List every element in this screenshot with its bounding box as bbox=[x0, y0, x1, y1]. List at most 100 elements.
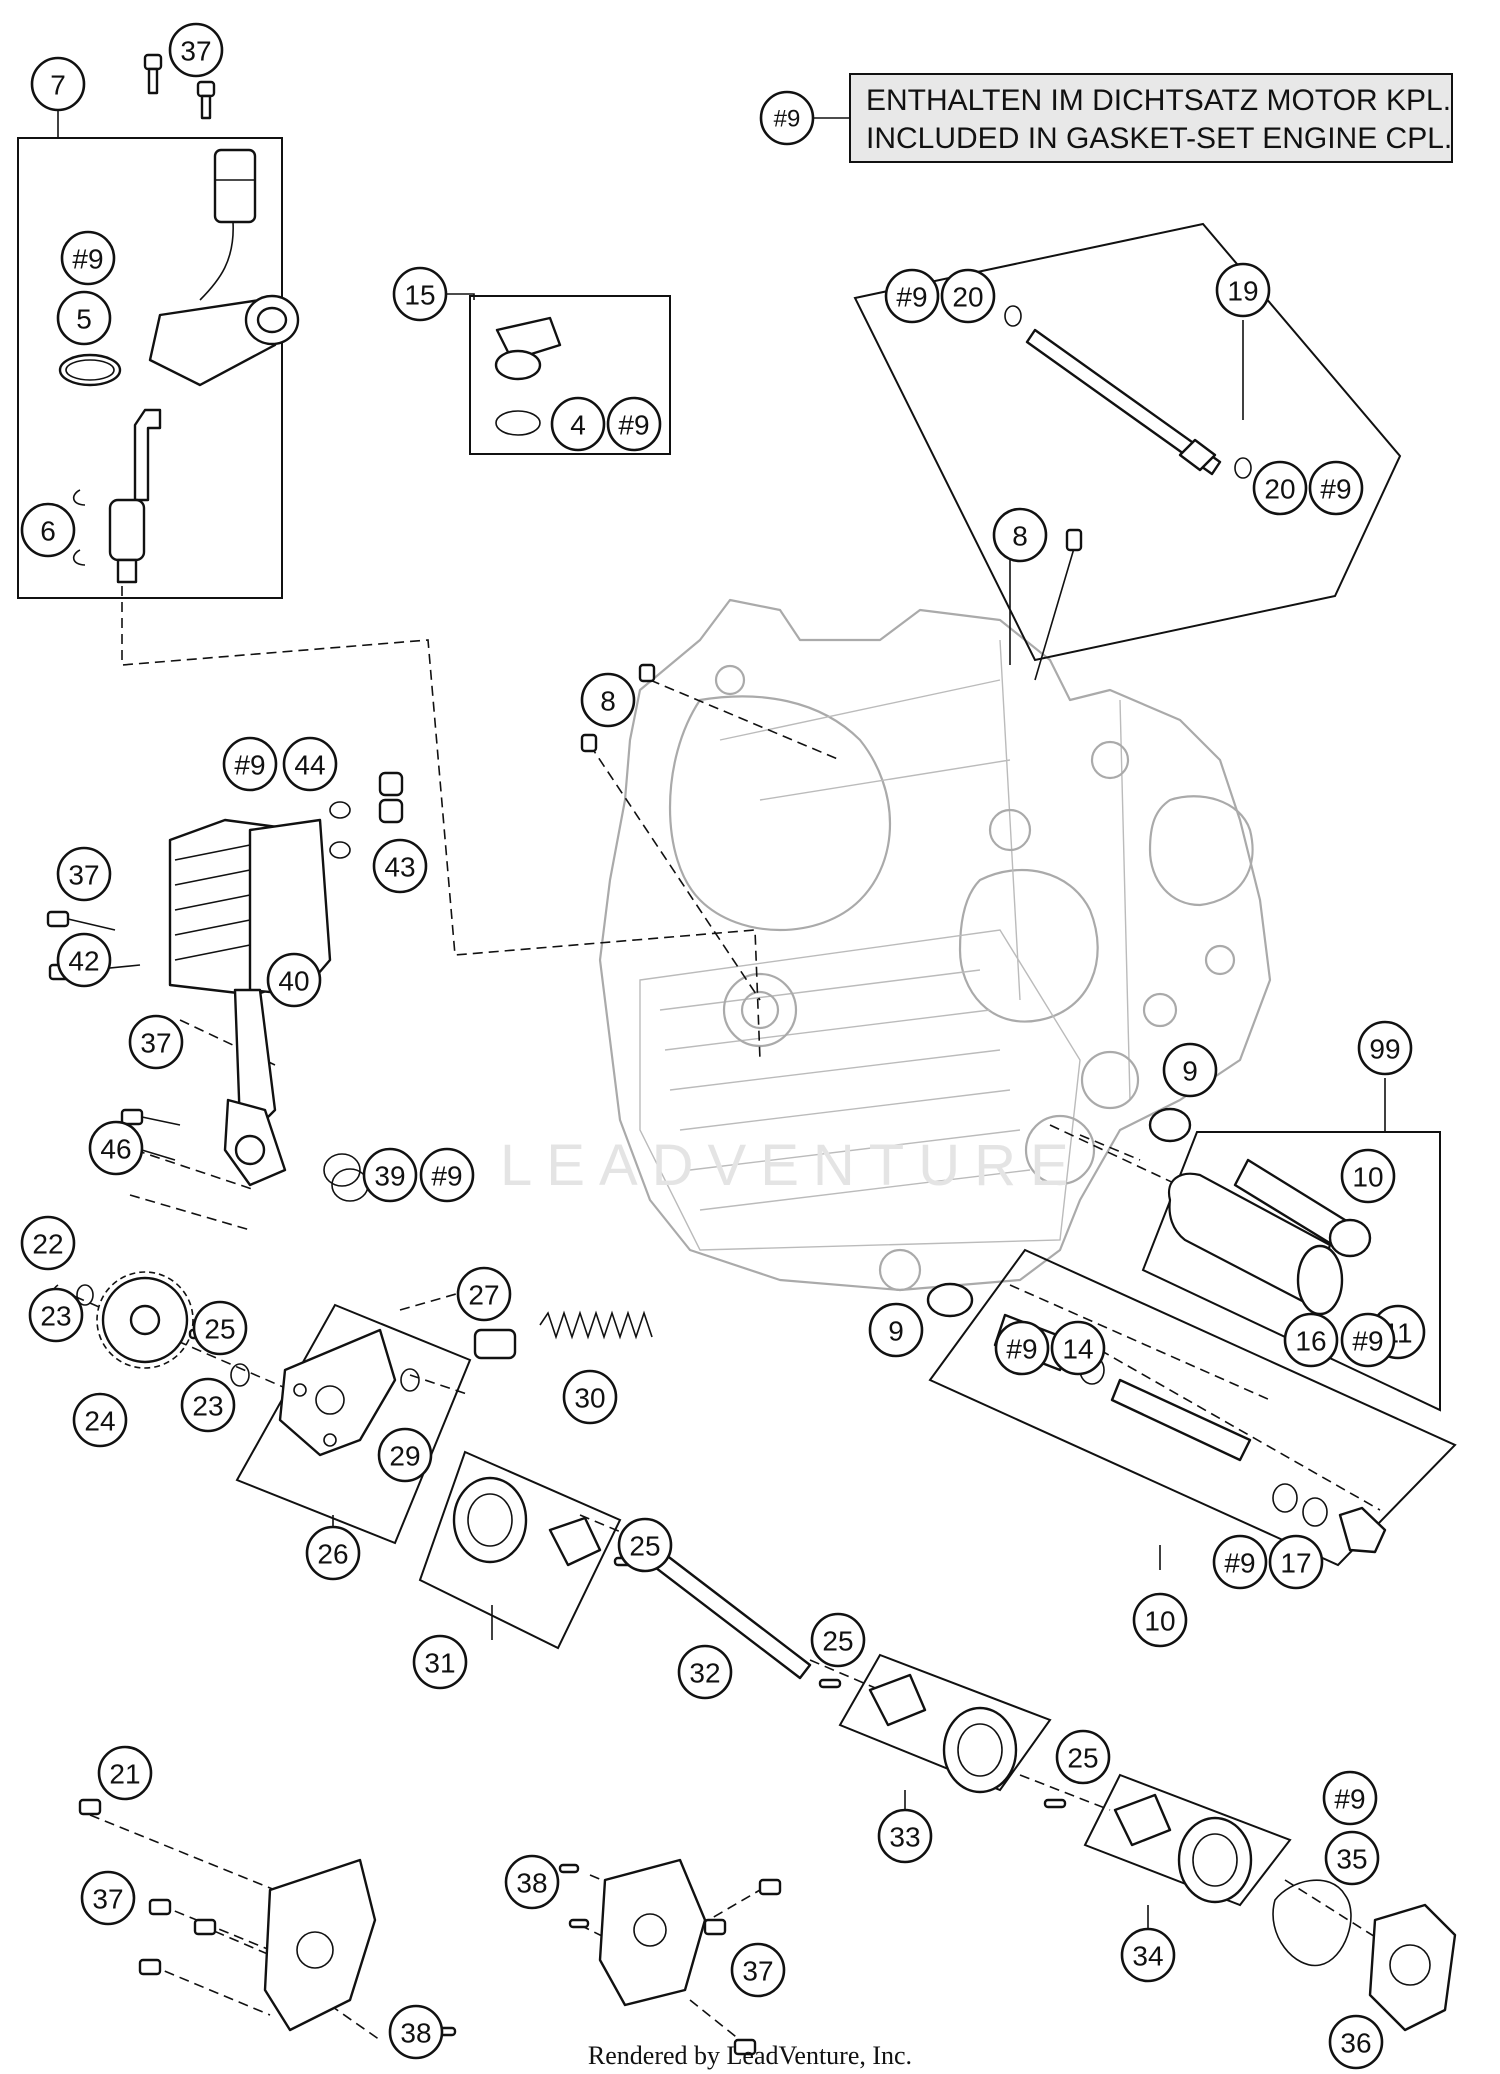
callout-15: 15 bbox=[392, 266, 448, 322]
callout-6: 6 bbox=[20, 502, 76, 558]
callout-label: 34 bbox=[1132, 1941, 1163, 1972]
callout-circle bbox=[677, 1644, 733, 1700]
callout-30: 30 bbox=[562, 1369, 618, 1425]
callout-circle bbox=[60, 230, 116, 286]
callout-25d: 25 bbox=[1055, 1729, 1111, 1785]
callout-label: 40 bbox=[278, 966, 309, 997]
callout-circle bbox=[282, 736, 338, 792]
callout-circle bbox=[20, 502, 76, 558]
callout-9k: #9 bbox=[1212, 1534, 1268, 1590]
callout-circle bbox=[1324, 1830, 1380, 1886]
callout-19: 19 bbox=[1215, 262, 1271, 318]
callout-32: 32 bbox=[677, 1644, 733, 1700]
callout-34: 34 bbox=[1120, 1927, 1176, 1983]
callout-label: 16 bbox=[1295, 1326, 1326, 1357]
callout-9i: #9 bbox=[994, 1320, 1050, 1376]
callout-4: 4 bbox=[550, 396, 606, 452]
callout-circle bbox=[192, 1300, 248, 1356]
callout-37e: 37 bbox=[730, 1942, 786, 1998]
callout-label: 33 bbox=[889, 1822, 920, 1853]
note-line-2: INCLUDED IN GASKET-SET ENGINE CPL. bbox=[866, 122, 1452, 155]
filler-cap-15 bbox=[494, 316, 562, 436]
callout-circle bbox=[80, 1870, 136, 1926]
callout-31: 31 bbox=[412, 1634, 468, 1690]
callout-label: 23 bbox=[192, 1391, 223, 1422]
callout-circle bbox=[97, 1745, 153, 1801]
note-ref-callout: #9 bbox=[759, 90, 815, 146]
callout-9d: #9 bbox=[1308, 460, 1364, 516]
callout-9e: #9 bbox=[222, 736, 278, 792]
callout-circle bbox=[1215, 262, 1271, 318]
pump-housing-21 bbox=[78, 1798, 457, 2037]
pump-cover-26 bbox=[278, 1328, 397, 1457]
callout-label: #9 bbox=[431, 1161, 462, 1192]
callout-38b: 38 bbox=[388, 2004, 444, 2060]
callout-circle bbox=[1132, 1592, 1188, 1648]
callout-25b: 25 bbox=[617, 1517, 673, 1573]
callout-label: 38 bbox=[400, 2018, 431, 2049]
callout-label: 37 bbox=[92, 1884, 123, 1915]
callout-circle bbox=[1357, 1020, 1413, 1076]
callout-label: 24 bbox=[84, 1406, 115, 1437]
callout-circle bbox=[868, 1302, 924, 1358]
callout-label: 4 bbox=[570, 410, 586, 441]
callout-label: #9 bbox=[618, 410, 649, 441]
callout-label: #9 bbox=[234, 750, 265, 781]
callout-label: 7 bbox=[50, 70, 66, 101]
callout-circle bbox=[877, 1808, 933, 1864]
callout-circle bbox=[56, 846, 112, 902]
callout-label: 8 bbox=[1012, 521, 1028, 552]
rotor-31 bbox=[452, 1476, 602, 1567]
callout-label: #9 bbox=[1224, 1548, 1255, 1579]
callout-circle bbox=[180, 1377, 236, 1433]
render-credit: Rendered by LeadVenture, Inc. bbox=[588, 2041, 912, 2070]
callout-25a: 25 bbox=[192, 1300, 248, 1356]
callout-label: 26 bbox=[317, 1539, 348, 1570]
callout-label: 22 bbox=[32, 1229, 63, 1260]
callout-circle bbox=[940, 268, 996, 324]
callout-circle bbox=[1328, 2014, 1384, 2070]
callout-label: 23 bbox=[40, 1301, 71, 1332]
callout-circle bbox=[377, 1427, 433, 1483]
callout-44: 44 bbox=[282, 736, 338, 792]
callout-9c: #9 bbox=[884, 268, 940, 324]
callout-circle bbox=[388, 2004, 444, 2060]
callout-label: 27 bbox=[468, 1280, 499, 1311]
callout-9b: #9 bbox=[606, 396, 662, 452]
callout-39: 39 bbox=[362, 1147, 418, 1203]
callout-99: 99 bbox=[1357, 1020, 1413, 1076]
callout-20b: 20 bbox=[1252, 460, 1308, 516]
callout-9j: #9 bbox=[1340, 1312, 1396, 1368]
callout-38a: 38 bbox=[504, 1854, 560, 1910]
sensor-7 bbox=[58, 148, 300, 584]
callout-27: 27 bbox=[456, 1266, 512, 1322]
callout-label: 8 bbox=[600, 686, 616, 717]
callout-circle bbox=[392, 266, 448, 322]
callout-label: 42 bbox=[68, 946, 99, 977]
callout-36: 36 bbox=[1328, 2014, 1384, 2070]
callout-label: 19 bbox=[1227, 276, 1258, 307]
callout-label: 15 bbox=[404, 280, 435, 311]
callout-circle bbox=[504, 1854, 560, 1910]
callout-9l: #9 bbox=[1322, 1770, 1378, 1826]
oil-filter-upper bbox=[1148, 1107, 1372, 1316]
callout-label: 30 bbox=[574, 1383, 605, 1414]
callout-23a: 23 bbox=[28, 1287, 84, 1343]
callout-21: 21 bbox=[97, 1745, 153, 1801]
callout-circle bbox=[1340, 1312, 1396, 1368]
callout-9f: #9 bbox=[419, 1147, 475, 1203]
callout-circle bbox=[1055, 1729, 1111, 1785]
callout-37c: 37 bbox=[128, 1014, 184, 1070]
callout-label: 6 bbox=[40, 516, 56, 547]
callout-label: #9 bbox=[1352, 1326, 1383, 1357]
pump-housing-middle bbox=[558, 1858, 782, 2056]
callout-label: 14 bbox=[1062, 1334, 1093, 1365]
callout-circle bbox=[20, 1215, 76, 1271]
callout-label: 44 bbox=[294, 750, 325, 781]
callout-circle bbox=[580, 672, 636, 728]
callout-29: 29 bbox=[377, 1427, 433, 1483]
callout-label: 10 bbox=[1352, 1162, 1383, 1193]
callout-label: 25 bbox=[822, 1626, 853, 1657]
callout-37d: 37 bbox=[80, 1870, 136, 1926]
